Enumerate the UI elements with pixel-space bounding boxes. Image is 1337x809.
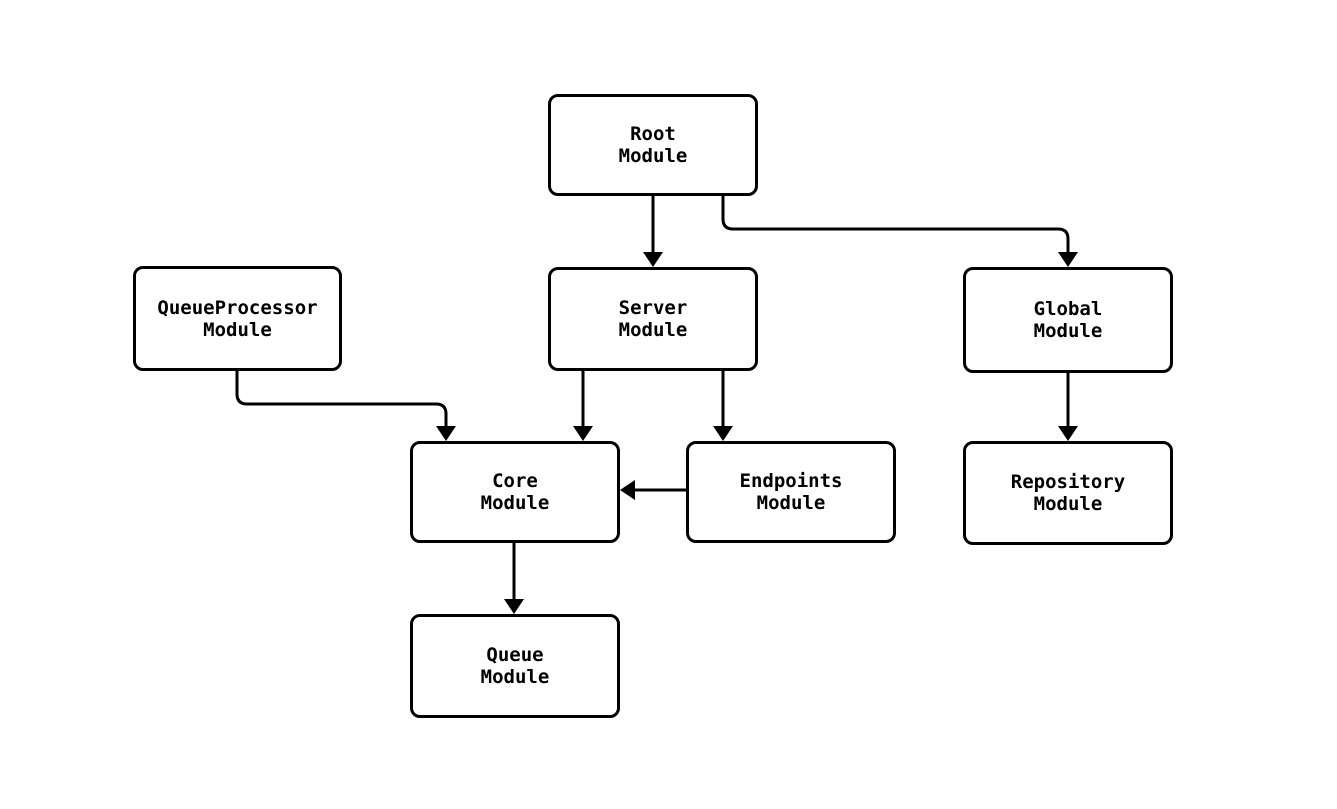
- arrowhead-server-to-core: [573, 426, 593, 441]
- arrowhead-core-to-queue: [504, 599, 524, 614]
- node-queue-module[interactable]: Queue Module: [410, 614, 620, 718]
- arrowhead-queueprocessor-to-core: [436, 426, 456, 441]
- node-core-module-line2: Module: [480, 492, 550, 514]
- node-server-module-line1: Server: [618, 297, 688, 319]
- arrowhead-root-to-server: [643, 252, 663, 267]
- arrowhead-root-to-global: [1058, 252, 1078, 267]
- arrowhead-global-to-repository: [1058, 426, 1078, 441]
- node-server-module-line2: Module: [618, 319, 688, 341]
- node-queue-module-line1: Queue: [486, 644, 544, 666]
- node-queueprocessor-module[interactable]: QueueProcessor Module: [133, 266, 342, 371]
- node-core-module-line1: Core: [492, 470, 538, 492]
- edge-queueprocessor-to-core: [235, 371, 448, 427]
- node-root-module-line2: Module: [618, 145, 688, 167]
- node-repository-module-line2: Module: [1033, 493, 1103, 515]
- node-endpoints-module-line1: Endpoints: [739, 470, 843, 492]
- arrowhead-server-to-endpoints: [713, 426, 733, 441]
- node-endpoints-module-line2: Module: [756, 492, 826, 514]
- node-queue-module-line2: Module: [480, 666, 550, 688]
- node-repository-module[interactable]: Repository Module: [963, 441, 1173, 545]
- node-global-module[interactable]: Global Module: [963, 267, 1173, 373]
- node-root-module[interactable]: Root Module: [548, 94, 758, 196]
- node-global-module-line1: Global: [1033, 298, 1103, 320]
- node-repository-module-line1: Repository: [1010, 471, 1126, 493]
- node-core-module[interactable]: Core Module: [410, 441, 620, 543]
- node-endpoints-module[interactable]: Endpoints Module: [686, 441, 896, 543]
- node-queueprocessor-module-line2: Module: [203, 318, 272, 341]
- node-queueprocessor-module-line1: QueueProcessor: [157, 296, 318, 319]
- node-root-module-line1: Root: [630, 123, 676, 145]
- node-global-module-line2: Module: [1033, 320, 1103, 342]
- arrowhead-endpoints-to-core: [620, 480, 635, 500]
- node-server-module[interactable]: Server Module: [548, 267, 758, 371]
- edge-root-to-global: [721, 196, 1070, 253]
